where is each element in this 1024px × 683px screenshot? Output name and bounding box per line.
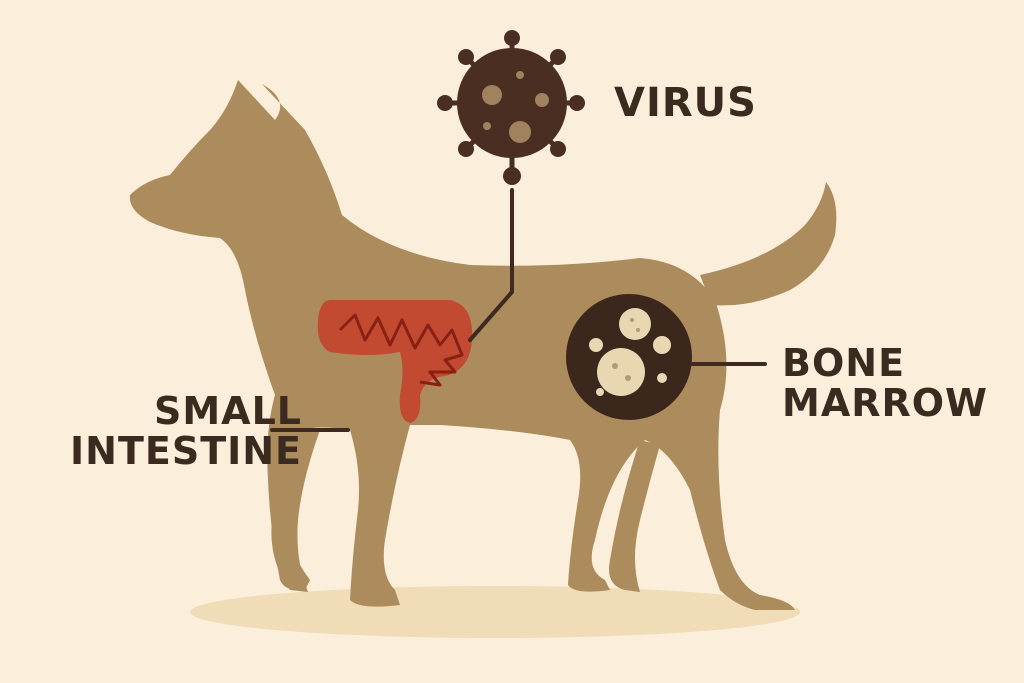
small-intestine-label-line1: SMALL xyxy=(153,389,303,433)
virus-label: VIRUS xyxy=(614,82,757,124)
intestine-icon xyxy=(317,300,473,423)
small-intestine-label-line2: INTESTINE xyxy=(70,428,303,473)
small-intestine-label: SMALL INTESTINE xyxy=(70,389,303,473)
virus-icon xyxy=(437,30,585,185)
bone-marrow-label-line2: MARROW xyxy=(782,380,988,425)
bone-marrow-label-line1: BONE xyxy=(782,341,906,385)
virus-label-text: VIRUS xyxy=(614,80,757,126)
bone-marrow-label: BONE MARROW xyxy=(782,341,988,425)
leader-lines xyxy=(270,188,767,432)
dog-silhouette xyxy=(129,80,837,610)
ground-shadow xyxy=(190,586,800,638)
bone-marrow-icon xyxy=(566,294,692,420)
